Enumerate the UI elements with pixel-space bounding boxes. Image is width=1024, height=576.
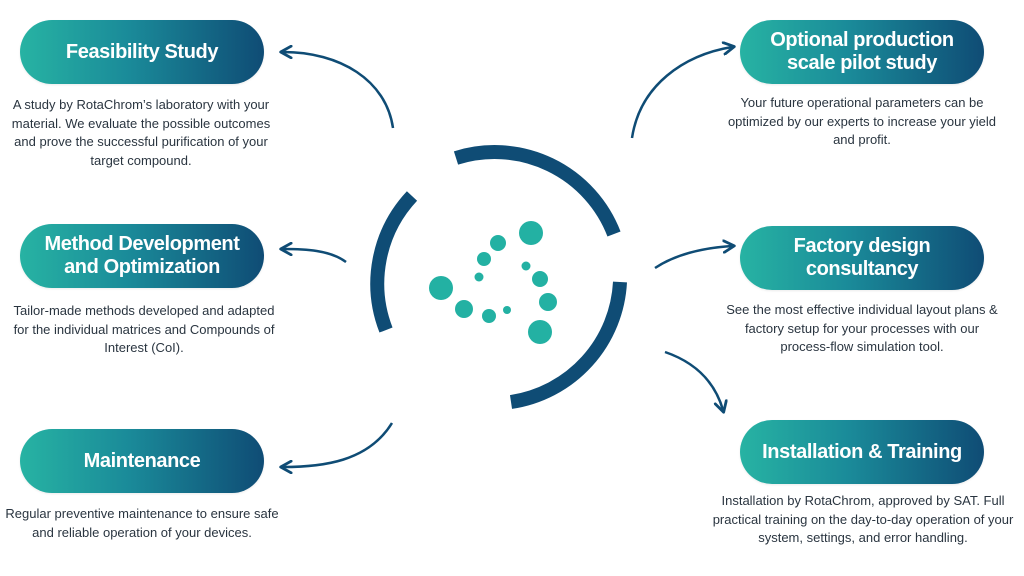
rotachrom-logo-icon (429, 221, 557, 344)
arrow-to-method (283, 249, 347, 264)
method-development-pill: Method Development and Optimization (20, 224, 264, 288)
arrow-to-feasibility (283, 52, 395, 129)
feasibility-study-description: A study by RotaChrom’s laboratory with y… (11, 97, 271, 168)
feasibility-study-title: Feasibility Study (65, 40, 219, 63)
ring-segment-top (453, 145, 621, 237)
arrow-to-pilot (630, 47, 732, 139)
maintenance-title: Maintenance (83, 449, 201, 472)
installation-training-description: Installation by RotaChrom, approved by S… (712, 493, 1014, 545)
maintenance-description: Regular preventive maintenance to ensure… (5, 506, 279, 540)
arrow-to-factory (654, 246, 732, 270)
installation-training-pill: Installation & Training (740, 420, 984, 484)
ring-segment-left (370, 191, 418, 333)
arrow-to-installation (664, 350, 723, 410)
feasibility-study-pill: Feasibility Study (20, 20, 264, 84)
maintenance-pill: Maintenance (20, 429, 264, 493)
factory-design-pill: Factory design consultancy (740, 226, 984, 290)
pilot-study-pill: Optional production scale pilot study (740, 20, 984, 84)
method-development-title: Method Development and Optimization (44, 233, 240, 278)
method-development-description: Tailor-made methods developed and adapte… (13, 303, 275, 355)
installation-training-title: Installation & Training (762, 440, 962, 463)
pilot-study-title: Optional production scale pilot study (770, 29, 954, 74)
pilot-study-description: Your future operational parameters can b… (727, 95, 997, 147)
ring-segment-bottom (509, 281, 627, 409)
factory-design-description: See the most effective individual layout… (726, 302, 998, 354)
factory-design-title: Factory design consultancy (793, 235, 931, 280)
arrow-to-maintenance (283, 422, 394, 467)
